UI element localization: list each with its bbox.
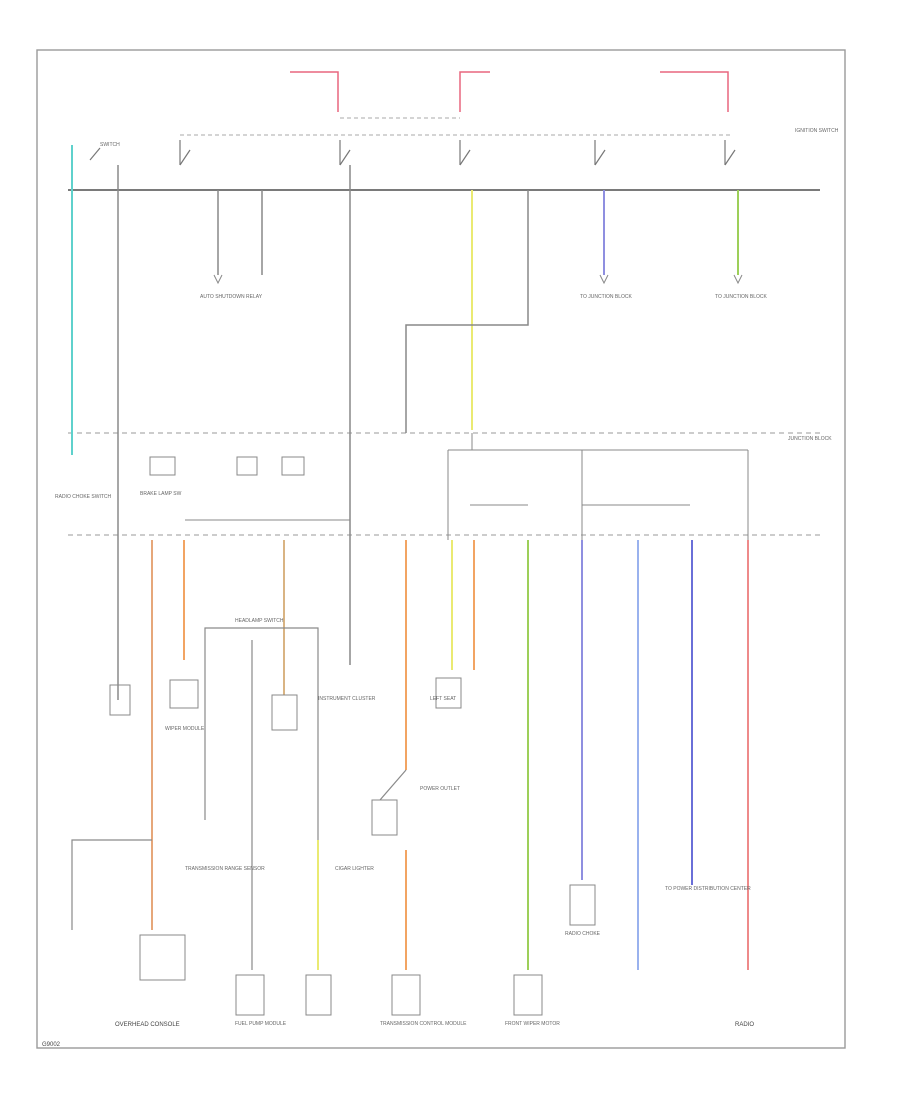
- label-to-power-dist: TO POWER DISTRIBUTION CENTER: [665, 886, 751, 892]
- label-headlamp-switch: HEADLAMP SWITCH: [235, 618, 284, 624]
- connector-arrows: [213, 274, 743, 285]
- label-to-junction-b: TO JUNCTION BLOCK: [715, 294, 768, 300]
- label-overhead-console: OVERHEAD CONSOLE: [115, 1022, 180, 1028]
- label-switch: SWITCH: [100, 142, 120, 148]
- label-transmission-range: TRANSMISSION RANGE SENSOR: [185, 866, 265, 872]
- gray-wire-mid: [405, 190, 529, 433]
- label-radio-choke: RADIO CHOKE: [565, 931, 601, 937]
- component-boxes: [109, 677, 596, 1016]
- label-front-wiper: FRONT WIPER MOTOR: [505, 1021, 560, 1027]
- label-fuel-pump: FUEL PUMP MODULE: [235, 1021, 287, 1027]
- junction-fuses: [149, 433, 749, 540]
- label-cigar-lighter: CIGAR LIGHTER: [335, 866, 374, 872]
- label-wiper-module: WIPER MODULE: [165, 726, 205, 732]
- label-radio-choke-switch: RADIO CHOKE SWITCH: [55, 494, 112, 500]
- diagram-frame: [36, 49, 846, 1049]
- label-instrument-cluster: INSTRUMENT CLUSTER: [318, 696, 376, 702]
- label-to-junction-a: TO JUNCTION BLOCK: [580, 294, 633, 300]
- red-wire-a: [290, 71, 339, 112]
- ignition-switch-contacts: [89, 140, 736, 166]
- label-power-outlet: POWER OUTLET: [420, 786, 460, 792]
- label-radio: RADIO: [735, 1022, 754, 1028]
- label-junction-block: JUNCTION BLOCK: [788, 436, 832, 442]
- label-brake-lamp: BRAKE LAMP SW: [140, 491, 182, 497]
- lower-gray-wiring: [71, 627, 407, 970]
- red-wire-c: [660, 71, 729, 112]
- label-g9002: G9002: [42, 1042, 61, 1048]
- label-auto-shutdown: AUTO SHUTDOWN RELAY: [200, 294, 263, 300]
- label-left-seat: LEFT SEAT: [430, 696, 456, 702]
- label-transmission-control: TRANSMISSION CONTROL MODULE: [380, 1021, 467, 1027]
- label-ignition-switch: IGNITION SWITCH: [795, 128, 839, 134]
- red-wire-b: [459, 71, 490, 112]
